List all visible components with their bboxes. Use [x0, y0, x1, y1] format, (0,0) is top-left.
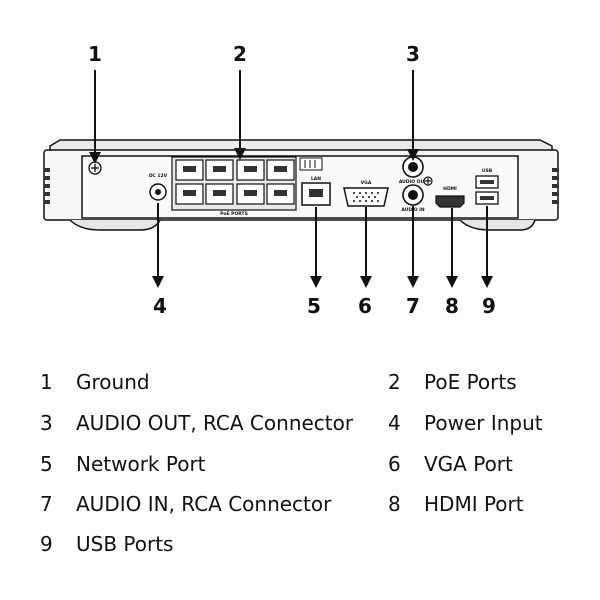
callout-1: 1 [88, 42, 102, 66]
legend-item-hdmi-port: 8 HDMI Port [388, 491, 524, 517]
legend-number: 3 [40, 411, 53, 435]
legend-item-power-input: 4 Power Input [388, 410, 543, 436]
legend-item-audio-out: 3 AUDIO OUT, RCA Connector [40, 410, 353, 436]
callout-8: 8 [445, 294, 459, 318]
legend-item-ground: 1 Ground [40, 369, 150, 395]
poe-label: PoE PORTS [220, 211, 248, 217]
audio-out-label: AUDIO OUT [399, 179, 428, 185]
legend-number: 1 [40, 370, 53, 394]
legend-number: 5 [40, 452, 53, 476]
usb-icon: USB [475, 168, 499, 205]
power-input: DC 12V [149, 173, 168, 201]
legend-label: AUDIO IN, RCA Connector [76, 492, 332, 516]
callout-4: 4 [153, 294, 167, 318]
hdmi-label: HDMI [443, 186, 457, 192]
power-label: DC 12V [149, 173, 168, 179]
callout-9: 9 [482, 294, 496, 318]
legend-label: PoE Ports [424, 370, 517, 394]
audio-in-rca: AUDIO IN [401, 184, 425, 213]
vga-label: VGA [361, 180, 372, 186]
network-port: LAN [301, 176, 331, 206]
lan-label: LAN [311, 176, 321, 182]
legend-number: 9 [40, 532, 53, 556]
callout-arrows [89, 70, 493, 288]
aux-screw-icon [423, 176, 433, 186]
dip-switches [299, 157, 323, 171]
side-vents [44, 168, 558, 204]
ground-icon [88, 161, 102, 175]
legend-item-vga-port: 6 VGA Port [388, 451, 513, 477]
audio-out-rca: AUDIO OUT [399, 156, 428, 185]
legend-number: 8 [388, 492, 401, 516]
legend-label: HDMI Port [424, 492, 524, 516]
callout-6: 6 [358, 294, 372, 318]
legend-label: VGA Port [424, 452, 513, 476]
legend-number: 2 [388, 370, 401, 394]
legend-item-network-port: 5 Network Port [40, 451, 206, 477]
rear-panel-diagram: DC 12V PoE PORTS [43, 42, 559, 318]
hdmi-icon: HDMI [435, 186, 465, 208]
callout-7: 7 [406, 294, 420, 318]
callout-5: 5 [307, 294, 321, 318]
legend-item-usb-ports: 9 USB Ports [40, 531, 173, 557]
usb-label: USB [482, 168, 493, 174]
callout-3: 3 [406, 42, 420, 66]
legend-label: Ground [76, 370, 150, 394]
callout-2: 2 [233, 42, 247, 66]
legend-item-poe-ports: 2 PoE Ports [388, 369, 517, 395]
legend-number: 6 [388, 452, 401, 476]
legend-number: 7 [40, 492, 53, 516]
legend-label: USB Ports [76, 532, 174, 556]
vga-port: VGA [343, 180, 389, 207]
legend-label: Power Input [424, 411, 543, 435]
poe-ports [171, 156, 297, 211]
legend-item-audio-in: 7 AUDIO IN, RCA Connector [40, 491, 331, 517]
legend-label: Network Port [76, 452, 206, 476]
legend-number: 4 [388, 411, 401, 435]
legend-label: AUDIO OUT, RCA Connector [76, 411, 354, 435]
